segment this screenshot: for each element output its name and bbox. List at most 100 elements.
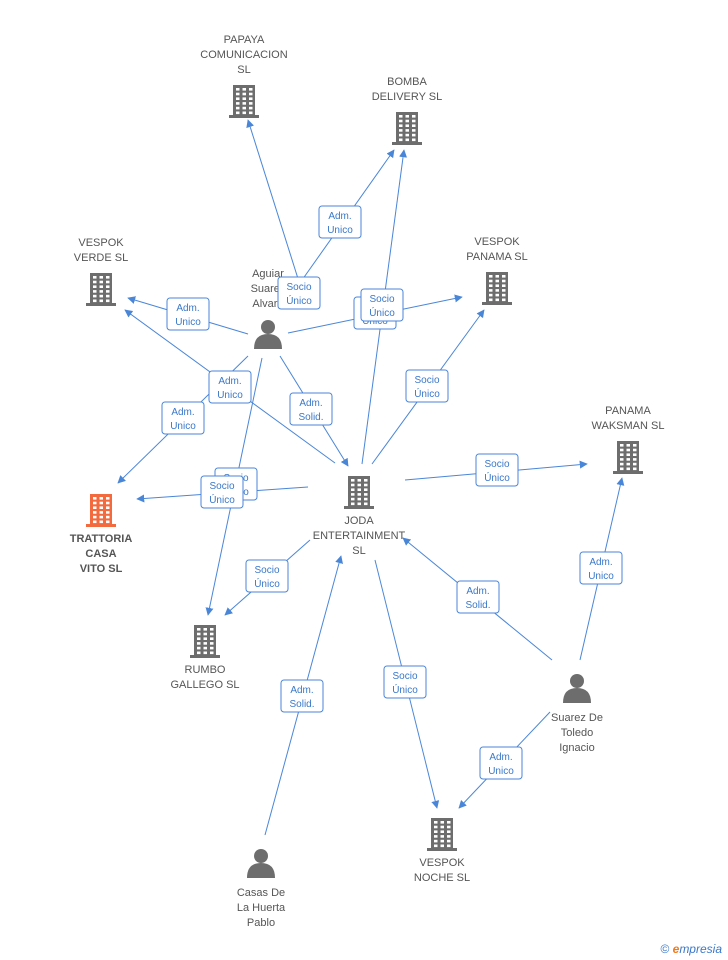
node-label: SL (352, 545, 365, 557)
edge-label-text: Adm. (171, 407, 194, 418)
edge-label-aguiar-trattoria: Adm.Unico (161, 401, 205, 435)
node-label: COMUNICACION (200, 49, 287, 61)
edge-label-box (200, 475, 244, 509)
building-icon (344, 476, 374, 509)
node-label: DELIVERY SL (372, 91, 443, 103)
edge-label-text: Adm. (299, 398, 322, 409)
edge-label-text: Adm. (328, 211, 351, 222)
edge-label-suarez-joda: Adm. Solid. (456, 580, 500, 614)
node-label: Toledo (561, 727, 593, 739)
edge-label-text: Adm. (290, 685, 313, 696)
node-label: PAPAYA (224, 34, 265, 46)
edge-label-aguiar-verde: Adm.Unico (166, 297, 210, 331)
building-icon (190, 625, 220, 658)
building-icon (86, 494, 116, 527)
node-label: GALLEGO SL (170, 679, 239, 691)
edge-label-aguiar-rumbo: Adm.Unico (208, 370, 252, 404)
node-label: WAKSMAN SL (592, 420, 665, 432)
edge-label-text: Único (484, 471, 510, 484)
node-label: VESPOK (78, 237, 124, 249)
node-label: RUMBO (185, 664, 226, 676)
node-papaya[interactable]: PAPAYA COMUNICACION SL (200, 34, 288, 118)
brand-logo-letter: e (672, 942, 680, 956)
copyright-icon: © (660, 942, 670, 956)
building-icon (229, 85, 259, 118)
node-noche[interactable]: VESPOK NOCHE SL (414, 818, 470, 884)
node-label: CASA (85, 548, 116, 560)
node-label: VESPOK (419, 857, 465, 869)
edge-label-text: Adm. (589, 557, 612, 568)
edge-label-text: Único (392, 683, 418, 696)
edge-label-box (456, 580, 500, 614)
node-label: Casas De (237, 887, 285, 899)
edge-label-text: Único (414, 387, 440, 400)
node-label: Aguiar (252, 268, 284, 280)
node-label: JODA (344, 515, 374, 527)
node-label: NOCHE SL (414, 872, 470, 884)
edge-label-box (166, 297, 210, 331)
node-panama[interactable]: VESPOK PANAMA SL (466, 236, 528, 305)
node-label: Suarez (251, 283, 286, 295)
edge-label-text: Único (369, 306, 395, 319)
edge-label-box (161, 401, 205, 435)
edge-label-text: Adm. (466, 586, 489, 597)
building-icon (482, 272, 512, 305)
edge-label-text: Unico (217, 390, 243, 401)
node-rumbo[interactable]: RUMBO GALLEGO SL (170, 625, 240, 691)
edge-label-text: Solid. (289, 699, 314, 710)
edge-label-text: Socio (254, 565, 279, 576)
node-verde[interactable]: VESPOK VERDE SL (74, 237, 128, 306)
edge-label-text: Solid. (465, 600, 490, 611)
node-label: SL (237, 64, 250, 76)
edge-label-box (383, 665, 427, 699)
person-icon (254, 320, 282, 349)
edge-label-box (318, 205, 362, 239)
node-label: VITO SL (80, 563, 123, 575)
node-label: Alvaro (252, 298, 283, 310)
edge-label-text: Adm. (489, 752, 512, 763)
edge-label-text: Unico (175, 317, 201, 328)
edge-label-text: Unico (588, 571, 614, 582)
edge-label-aguiar-joda: Adm. Solid. (289, 392, 333, 426)
edge-label-box (245, 559, 289, 593)
node-label: VERDE SL (74, 252, 128, 264)
edge-label-suarez-waksman: Adm. Unico (579, 551, 623, 585)
building-icon (427, 818, 457, 851)
node-waksman[interactable]: PANAMA WAKSMAN SL (592, 405, 665, 474)
edge-label-text: Socio (414, 375, 439, 386)
node-label: PANAMA (605, 405, 651, 417)
edge-label-box (360, 288, 404, 322)
edge-label-text: Solid. (298, 412, 323, 423)
edge-label-box (405, 369, 449, 403)
brand-logo-text: mpresia (679, 942, 722, 956)
edge-label-text: Único (286, 294, 312, 307)
node-label: PANAMA SL (466, 251, 528, 263)
edge-aguiar-papaya (246, 119, 301, 286)
edge-label-text: Único (209, 493, 235, 506)
edge-label-box (289, 392, 333, 426)
node-label: Suarez De (551, 712, 603, 724)
footer-brand: © empresia (660, 942, 722, 956)
edge-label-text: Socio (286, 282, 311, 293)
person-icon (563, 674, 591, 703)
edge-label-suarez-noche: Adm.Unico (479, 746, 523, 780)
node-label: VESPOK (474, 236, 520, 248)
edge-label-box (277, 276, 321, 310)
edge-label-text: Único (254, 577, 280, 590)
person-icon (247, 849, 275, 878)
